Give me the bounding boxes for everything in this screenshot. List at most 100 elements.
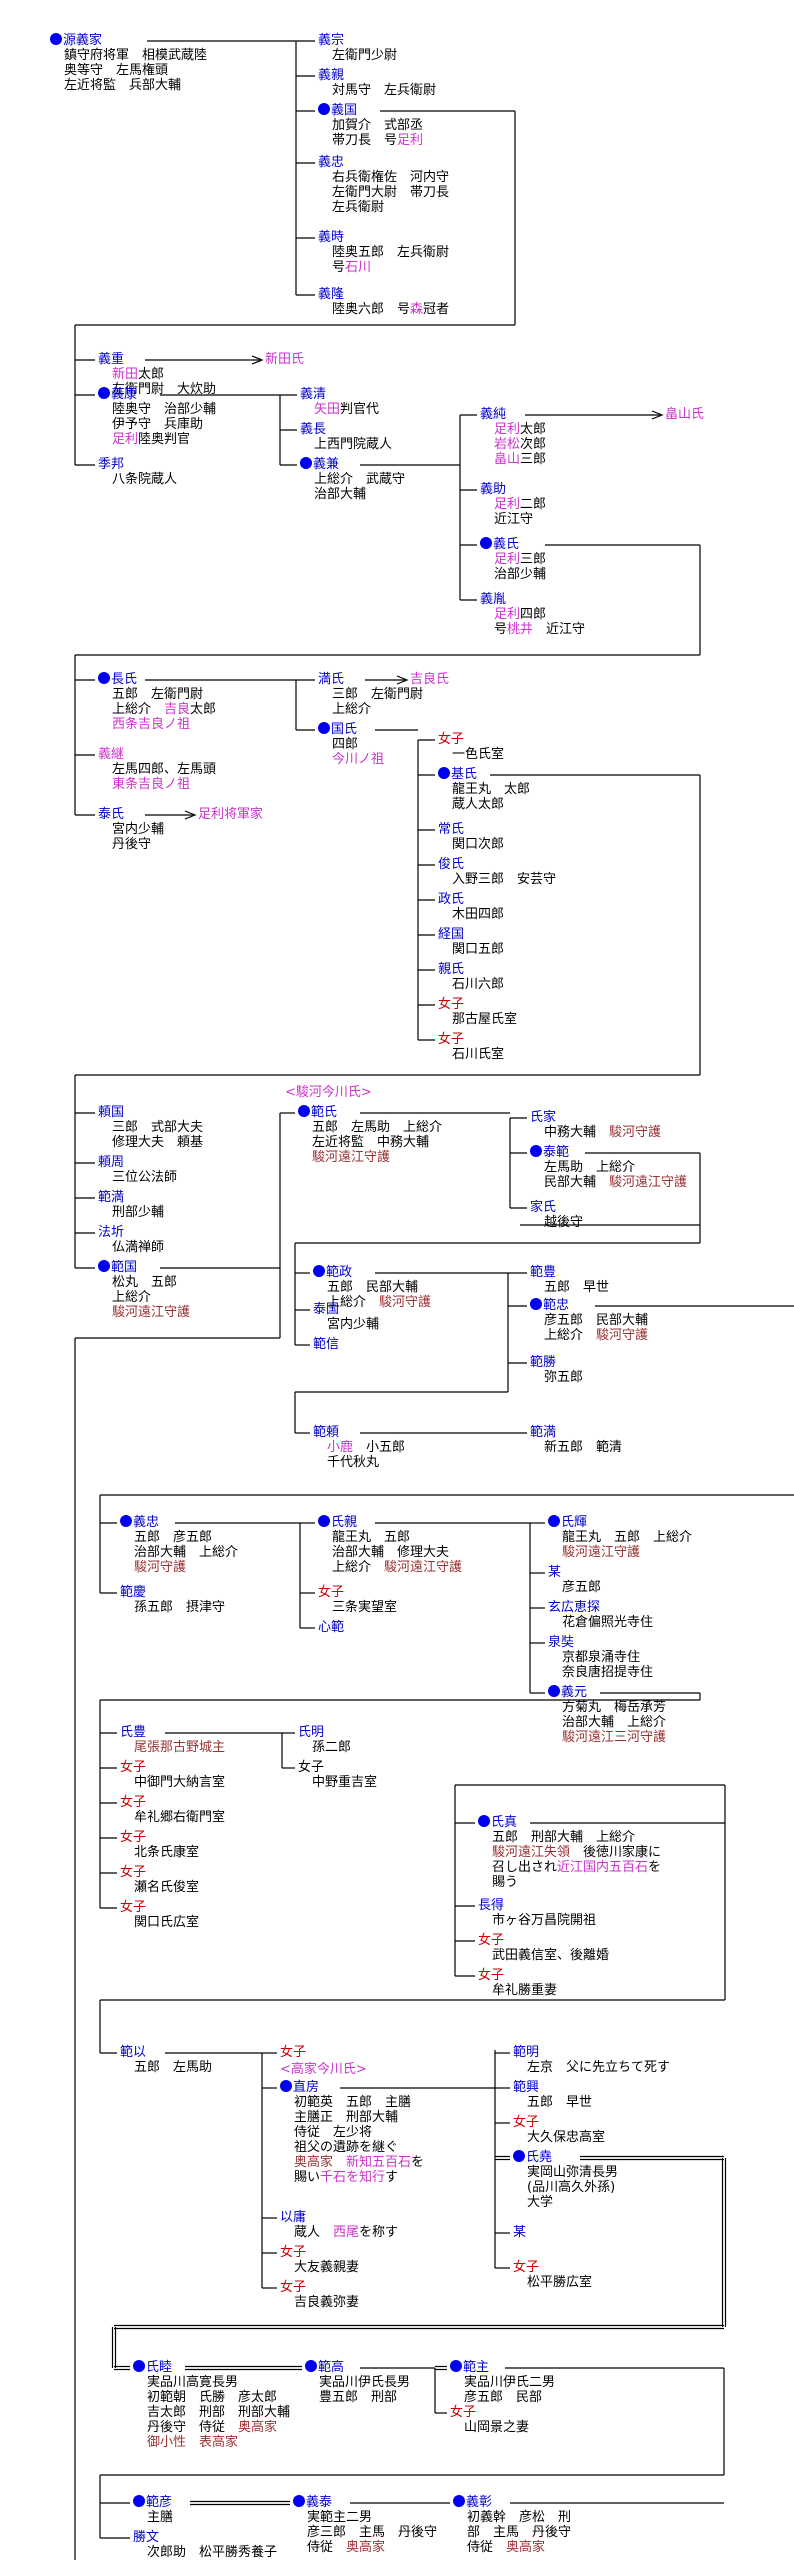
detail-text: 丹後守 [112,837,152,852]
person-detail-line: 小鹿 小五郎 [313,1440,405,1455]
person-detail-line: 彦五郎 [548,1580,601,1595]
person-node-norimitsu1: 範満刑部少輔 [98,1190,164,1220]
person-detail-line: 那古屋氏室 [438,1012,517,1027]
person-name-text: 義胤 [480,592,507,607]
person-node-yasukuni: 泰国宮内少輔 [313,1302,379,1332]
person-name-text: 義時 [318,230,345,245]
person-name: 女子 [280,2245,359,2260]
person-node-noritsugu: 範主実品川伊氏二男彦五郎 民部 [450,2360,555,2405]
heir-dot-icon [98,387,110,399]
person-detail-line: 五郎 民部大輔 [313,1280,431,1295]
detail-text: 山岡景之妻 [464,2420,530,2435]
person-name-text: 義純 [480,407,507,422]
detail-text: 主膳正 刑部大輔 [294,2110,399,2125]
person-name: 泰氏 [98,807,164,822]
detail-text: 五郎 左馬助 [134,2060,213,2075]
person-name-text: 範国 [111,1260,138,1275]
detail-text: 彦五郎 [562,1580,602,1595]
person-name: 泰範 [530,1145,687,1160]
person-name: 範頼 [313,1425,405,1440]
detail-text: 後徳川家康に [570,1845,662,1860]
person-name-text: 義親 [318,68,345,83]
person-name-text: 義忠 [133,1515,160,1530]
detail-text: 石川六郎 [452,977,505,992]
detail-text: 二郎 [520,497,547,512]
person-node-yorichika: 頼周三位公法師 [98,1155,177,1185]
person-name-text: 泰氏 [98,807,125,822]
person-detail-line: 治部大輔 修理大夫 [318,1545,462,1560]
detail-text: 彦三郎 主馬 丹後守 [307,2525,438,2540]
person-detail-line: 彦五郎 民部 [450,2390,555,2405]
person-node-kuniuji: 国氏四郎今川ノ祖 [318,722,384,767]
detail-text: 上西門院蔵人 [314,437,393,452]
detail-text: 上総介 [332,702,372,717]
person-detail-line: 号石川 [318,260,449,275]
detail-text: 上総介 [112,1290,152,1305]
person-detail-line: 千代秋丸 [313,1455,405,1470]
detail-text: 大学 [527,2195,554,2210]
person-detail-line: 三郎 式部大夫 [98,1120,203,1135]
detail-text: 蔵人 [294,2225,334,2240]
office-title: 駿河遠江守護 [384,1560,463,1575]
person-node-yasunori: 泰範左馬助 上総介民部大輔 駿河遠江守護 [530,1145,687,1190]
person-name-text: 範政 [326,1265,353,1280]
person-name-text: 義重 [98,352,125,367]
person-detail-line: 足利四郎 [480,607,585,622]
detail-text: 市ヶ谷万昌院開祖 [492,1913,597,1928]
person-detail-line: 駿河守護 [120,1560,238,1575]
office-title: 駿河守護 [596,1328,649,1343]
person-node-joshi15: 女子吉良義弥妻 [280,2280,359,2310]
detail-text: 四郎 [332,737,359,752]
person-name: 義継 [98,747,216,762]
person-name: 範以 [120,2045,212,2060]
detail-text: 中務大輔 [544,1125,610,1140]
person-node-yoshiyasu2: 義泰実範主二男彦三郎 主馬 丹後守侍従 奥高家 [293,2495,437,2555]
detail-text: 龍王丸 太郎 [452,782,531,797]
person-name: 範満 [530,1425,622,1440]
person-name: 義親 [318,68,436,83]
person-name: 義重 [98,352,216,367]
person-name: 頼周 [98,1155,177,1170]
detail-text: 中御門大納言室 [134,1775,226,1790]
person-detail-line: 足利二郎 [480,497,546,512]
detail-text: 蔵人太郎 [452,797,505,812]
place-name: 桃井 [507,622,534,637]
place-name: 岩松 [494,437,521,452]
person-name: 氏家 [530,1110,661,1125]
person-detail-line: 帯刀長 号足利 [318,133,423,148]
person-detail-line: 三条実望室 [318,1600,397,1615]
person-node-joshi1: 女子一色氏室 [438,732,504,762]
detail-text: 豊五郎 刑部 [319,2390,398,2405]
person-name-text: 以庸 [280,2210,307,2225]
person-name-text: 範興 [513,2080,540,2095]
person-name: 長得 [478,1898,596,1913]
person-node-masauji: 政氏木田四郎 [438,892,504,922]
person-name: 氏豊 [120,1725,225,1740]
person-detail-line: 賜う [478,1875,661,1890]
detail-text: 方菊丸 梅岳承芳 [562,1700,667,1715]
person-detail-line: 五郎 左衛門尉 [98,687,216,702]
detail-text: 判官代 [340,402,380,417]
person-name-text: 氏睦 [146,2360,173,2375]
office-title: 奥高家 [294,2155,334,2170]
branch-banner-koke: <高家今川氏> [280,2062,367,2077]
office-title: 駿河遠江三河守護 [562,1730,667,1745]
heir-dot-icon [133,2495,145,2507]
person-node-yoshitsugu: 義継左馬四郎、左馬頭東条吉良ノ祖 [98,747,216,792]
detail-text: を [648,1860,662,1875]
heir-dot-icon [438,767,450,779]
person-detail-line: 龍王丸 太郎 [438,782,530,797]
person-name-text: 満氏 [318,672,345,687]
person-name: 氏親 [318,1515,462,1530]
person-detail-line: 召し出され近江国内五百石を [478,1860,661,1875]
person-detail-line: 侍従 左少将 [280,2125,424,2140]
person-name-text: 女子 [438,1032,465,1047]
person-node-shinpan: 心範 [318,1620,344,1635]
person-name-text: 義氏 [493,537,520,552]
person-detail-line: 一色氏室 [438,747,504,762]
person-name-text: 女子 [478,1933,505,1948]
place-name: 西尾 [333,2225,360,2240]
person-name-text: 女子 [280,2045,307,2060]
detail-text: 五郎 左馬助 上総介 [312,1120,443,1135]
person-name: 範氏 [298,1105,442,1120]
